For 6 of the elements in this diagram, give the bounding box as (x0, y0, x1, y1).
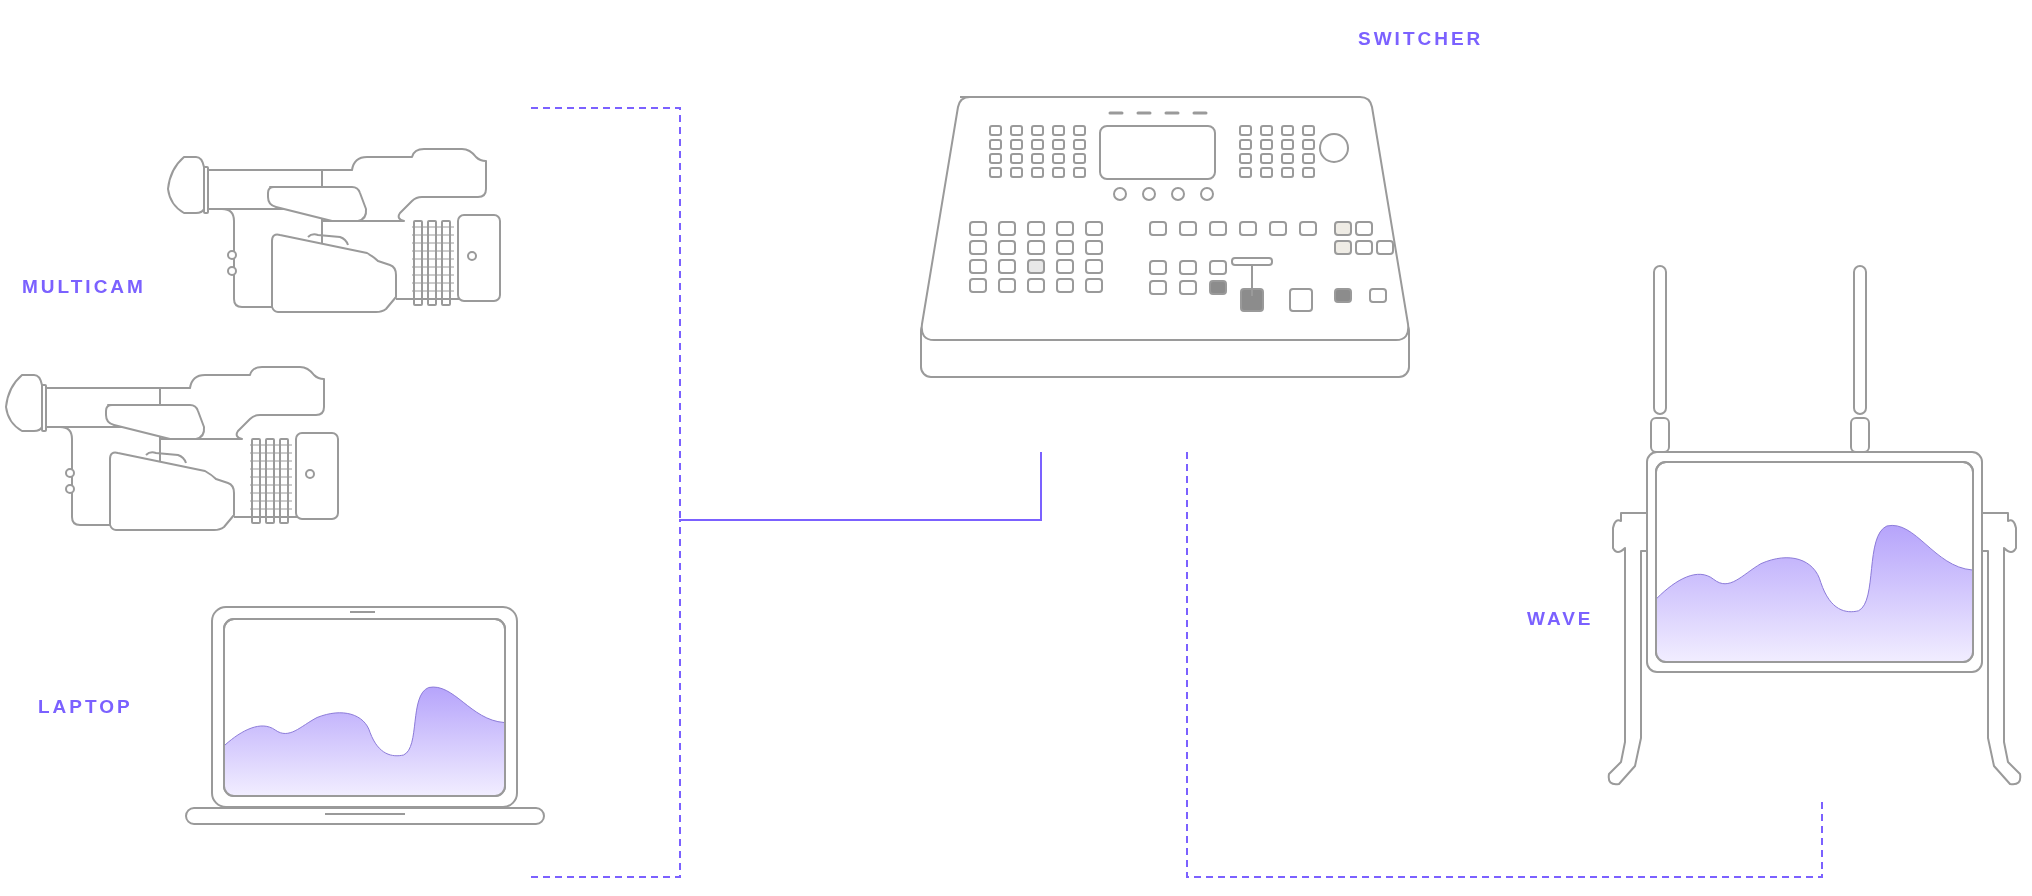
device-label: LAPTOP (38, 696, 133, 718)
connection-line (1186, 451, 1823, 878)
device-label: MULTICAM (22, 276, 146, 298)
device-label: SWITCHER (1358, 28, 1484, 50)
device-label: WAVE (1527, 608, 1594, 630)
connection-line (530, 107, 1042, 521)
